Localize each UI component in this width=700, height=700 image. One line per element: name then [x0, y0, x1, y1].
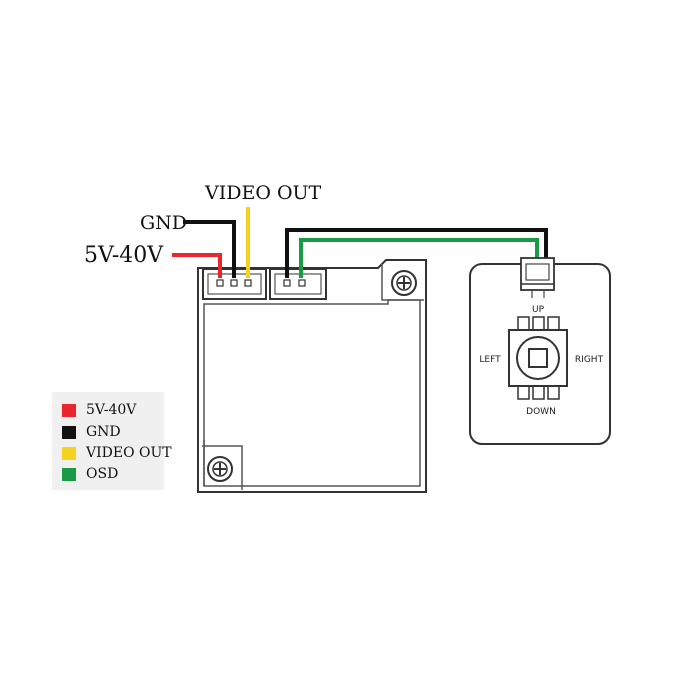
legend-swatch-power: [62, 403, 76, 417]
legend-item: VIDEO OUT: [62, 443, 172, 463]
three-pin-connector: [202, 268, 267, 300]
legend-item: GND: [62, 422, 121, 442]
label-gnd: GND: [140, 212, 187, 234]
legend-label: 5V-40V: [86, 402, 137, 418]
joystick-label-up: UP: [532, 305, 545, 315]
joystick-label-down: DOWN: [526, 407, 556, 417]
label-video-out: VIDEO OUT: [204, 182, 322, 204]
legend-swatch-video: [62, 446, 76, 460]
joystick-label-right: RIGHT: [575, 355, 604, 365]
screw-icon: [207, 456, 233, 482]
joystick-label-left: LEFT: [479, 355, 501, 365]
wire-gnd: [183, 220, 236, 278]
legend-label: VIDEO OUT: [86, 445, 172, 461]
two-pin-connector: [269, 268, 327, 300]
legend-item: OSD: [62, 464, 118, 484]
wire-osd-green: [299, 238, 539, 278]
legend-label: OSD: [86, 466, 119, 482]
label-power: 5V-40V: [84, 243, 164, 268]
screw-icon: [391, 270, 417, 296]
legend-swatch-gnd: [62, 425, 76, 439]
five-way-switch: [508, 316, 568, 400]
legend: 5V-40V GND VIDEO OUT OSD: [52, 392, 172, 490]
camera-module-board: [197, 259, 427, 493]
wires: [172, 207, 548, 278]
wire-osd-black: [285, 228, 548, 278]
wire-power: [172, 253, 222, 278]
legend-item: 5V-40V: [62, 400, 136, 420]
legend-swatch-osd: [62, 467, 76, 481]
legend-label: GND: [86, 424, 121, 440]
